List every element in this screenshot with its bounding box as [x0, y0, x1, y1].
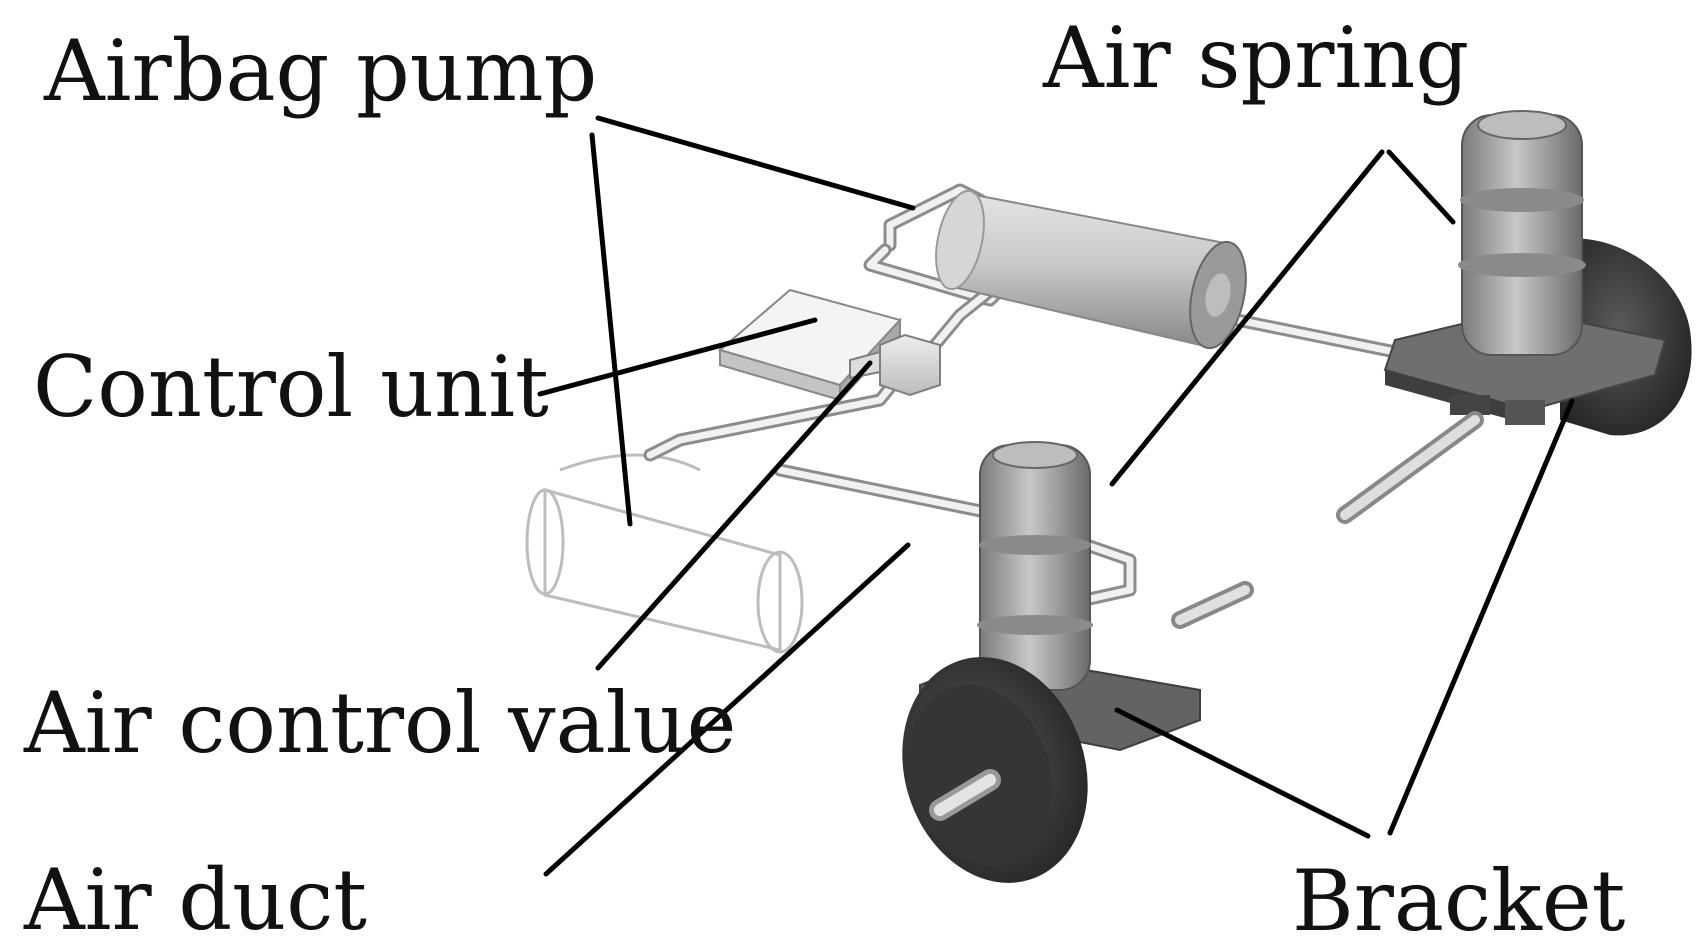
- leader-air-control-value: [595, 360, 873, 671]
- front-assembly: [902, 441, 1254, 883]
- leader-air-duct: [543, 542, 911, 877]
- label-bracket: Bracket: [1292, 852, 1626, 950]
- label-control-unit: Control unit: [33, 338, 549, 436]
- air-tank: [935, 189, 1247, 350]
- label-air-duct: Air duct: [23, 851, 367, 949]
- leader-control-unit: [537, 317, 818, 397]
- leader-lines: [537, 115, 1575, 877]
- label-air-spring: Air spring: [1042, 9, 1469, 107]
- leader-airbag-pump-tank: [595, 115, 916, 211]
- leader-airbag-pump-ghost: [589, 132, 633, 527]
- leader-bracket-rear: [1387, 398, 1575, 836]
- control-unit-box: [717, 288, 902, 403]
- leader-bracket-front: [1114, 707, 1371, 839]
- rear-right-assembly: [1336, 110, 1692, 524]
- label-air-control-value: Air control value: [23, 674, 736, 772]
- label-airbag-pump: Airbag pump: [43, 22, 597, 120]
- airbag-pump-ghost-cylinder: [525, 453, 804, 654]
- leader-air-spring-rear: [1386, 149, 1456, 225]
- leader-air-spring-front: [1109, 149, 1385, 487]
